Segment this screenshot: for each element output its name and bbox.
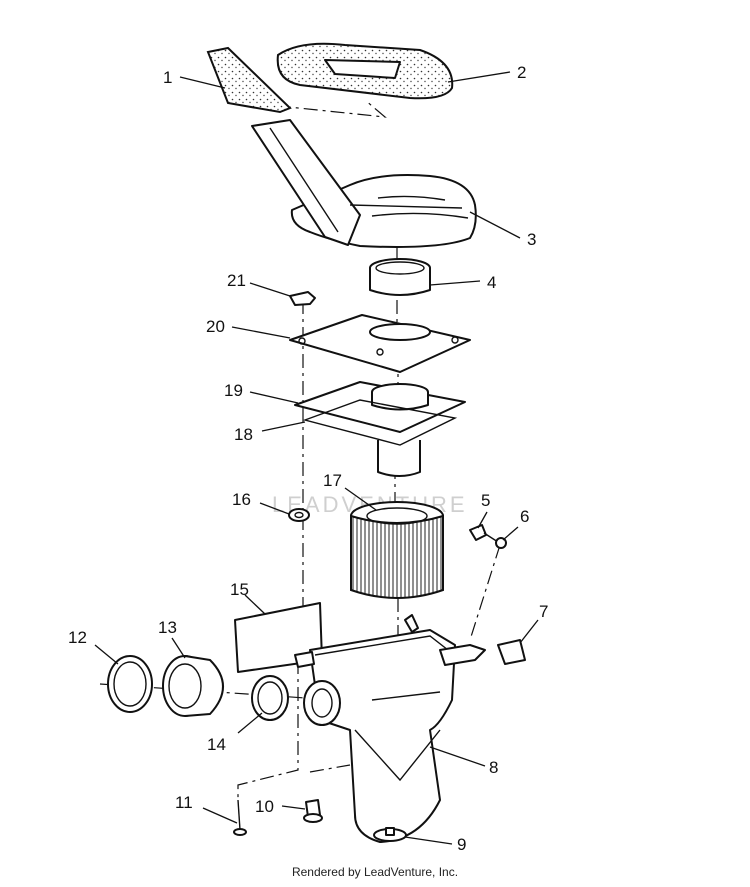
leader-6: [502, 526, 519, 541]
part-17-air-filter: [350, 501, 444, 599]
part-1-foam-pad: [206, 46, 292, 114]
assembly-line-center: [394, 245, 399, 640]
leader-11: [202, 807, 238, 824]
callout-2: 2: [517, 63, 526, 82]
leader-14: [237, 712, 263, 734]
part-16-washer: [288, 508, 310, 522]
render-credit: Rendered by LeadVenture, Inc.: [291, 865, 459, 879]
leader-19: [249, 391, 299, 404]
callout-7: 7: [539, 602, 548, 621]
callout-13: 13: [158, 618, 177, 637]
part-7-bracket: [497, 639, 526, 665]
part-9-drain-valve: [373, 827, 407, 842]
callout-labels: 1 2 3 4 5 6 7 8 9 10 11 12 13 14 15 16 1: [68, 63, 548, 854]
callout-1: 1: [163, 68, 172, 87]
leader-8: [429, 746, 486, 767]
leader-20: [231, 326, 291, 339]
part-14-clamp: [251, 675, 289, 721]
callout-21: 21: [227, 271, 246, 290]
callout-15: 15: [230, 580, 249, 599]
leader-10: [281, 805, 306, 810]
part-20-top-plate: [289, 314, 471, 373]
callout-11: 11: [175, 793, 193, 812]
part-13-boot: [162, 655, 224, 717]
assembly-line-top: [249, 99, 387, 118]
part-6-washer: [495, 537, 507, 549]
part-18-gasket: [302, 399, 458, 446]
callout-20: 20: [206, 317, 225, 336]
leader-4: [429, 280, 481, 286]
leader-7: [519, 619, 539, 644]
assembly-line-tabs: [309, 544, 501, 773]
callout-8: 8: [489, 758, 498, 777]
callout-12: 12: [68, 628, 87, 647]
part-3-airbox-cover: [251, 119, 477, 248]
leader-3: [469, 211, 521, 239]
callout-9: 9: [457, 835, 466, 854]
leader-1: [179, 76, 226, 89]
leader-12: [94, 644, 119, 665]
leader-2: [447, 71, 511, 83]
part-19-housing-lid: [294, 381, 466, 477]
callout-5: 5: [481, 491, 490, 510]
callout-4: 4: [487, 273, 496, 292]
assembly-line-left: [237, 300, 304, 800]
callout-19: 19: [224, 381, 243, 400]
part-12-clamp: [107, 655, 153, 713]
part-21-nut: [289, 291, 316, 306]
callout-14: 14: [207, 735, 226, 754]
leader-18: [261, 421, 306, 432]
leader-17: [344, 487, 377, 511]
leader-5: [477, 511, 488, 529]
callout-18: 18: [234, 425, 253, 444]
part-2-foam-gasket: [276, 42, 454, 100]
leader-15: [244, 594, 266, 615]
part-4-intake-sleeve: [369, 258, 431, 296]
leader-16: [259, 502, 290, 515]
callout-16: 16: [232, 490, 251, 509]
callout-10: 10: [255, 797, 274, 816]
leader-13: [171, 637, 186, 659]
part-8-airbox: [294, 614, 486, 843]
part-5-bolt: [469, 524, 499, 543]
part-10-grommet: [303, 799, 323, 823]
leader-9: [404, 836, 453, 845]
callout-3: 3: [527, 230, 536, 249]
part-11-bolt: [233, 799, 247, 836]
leader-21: [249, 282, 291, 297]
callout-17: 17: [323, 471, 342, 490]
callout-6: 6: [520, 507, 529, 526]
